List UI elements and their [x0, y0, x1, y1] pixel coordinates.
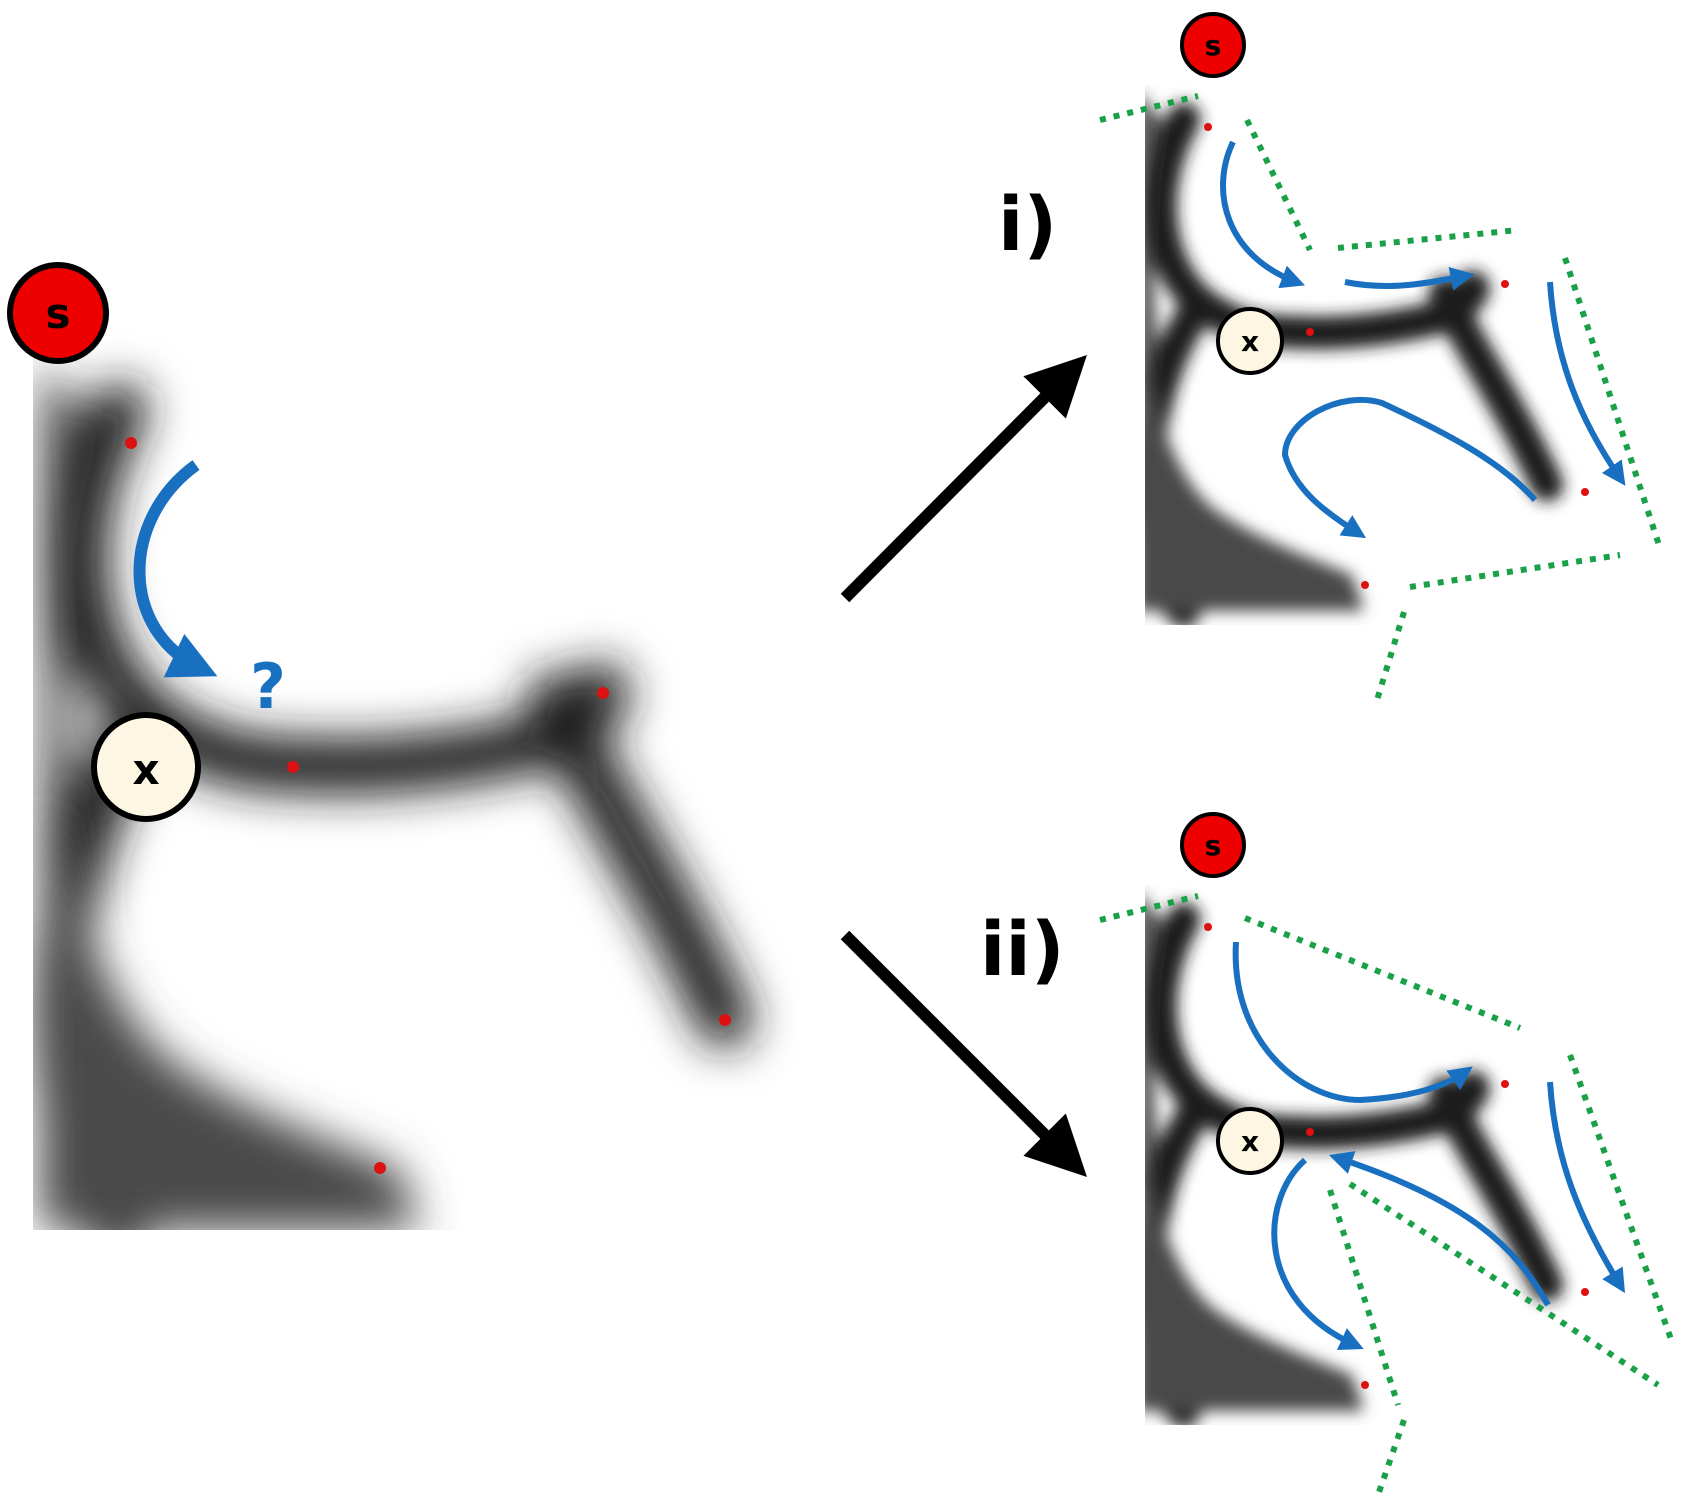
main-keypoints: [125, 437, 731, 1174]
keypoint: [1501, 280, 1509, 288]
option-ii-current-node: x: [1216, 1107, 1284, 1175]
start-label: s: [1205, 829, 1222, 862]
keypoint: [1361, 1381, 1369, 1389]
main-flow-arrow: [133, 460, 218, 678]
keypoint: [597, 687, 609, 699]
current-label: x: [132, 745, 159, 794]
keypoint: [1581, 1288, 1589, 1296]
start-label: s: [46, 289, 71, 338]
option-i-panel: s x: [1099, 12, 1665, 701]
keypoint: [1306, 1128, 1314, 1136]
keypoint: [1501, 1080, 1509, 1088]
option-i-flow: [1220, 140, 1626, 539]
main-panel: ? s x: [7, 262, 833, 1230]
keypoint: [1204, 123, 1212, 131]
option-ii-label: ii): [980, 907, 1065, 993]
option-i-start-node: s: [1180, 12, 1246, 78]
main-current-node: x: [91, 712, 201, 822]
branch-arrow-up: [840, 354, 1087, 603]
question-mark: ?: [250, 650, 286, 723]
keypoint: [719, 1014, 731, 1026]
option-ii-flow: [1232, 941, 1626, 1351]
keypoint: [1361, 581, 1369, 589]
option-ii-start-node: s: [1180, 812, 1246, 878]
option-i-current-node: x: [1216, 307, 1284, 375]
keypoint: [1204, 923, 1212, 931]
option-i-boundaries: [1099, 93, 1663, 701]
current-label: x: [1241, 1125, 1259, 1158]
main-start-node: s: [7, 262, 109, 364]
option-ii-panel: s x: [1099, 812, 1675, 1499]
keypoint: [1306, 328, 1314, 336]
keypoint: [125, 437, 137, 449]
current-label: x: [1241, 325, 1259, 358]
branch-arrow-down: [840, 930, 1087, 1177]
keypoint: [287, 761, 299, 773]
start-label: s: [1205, 29, 1222, 62]
keypoint: [1581, 488, 1589, 496]
option-ii-boundaries: [1099, 893, 1675, 1499]
keypoint: [374, 1162, 386, 1174]
option-i-label: i): [998, 182, 1057, 268]
